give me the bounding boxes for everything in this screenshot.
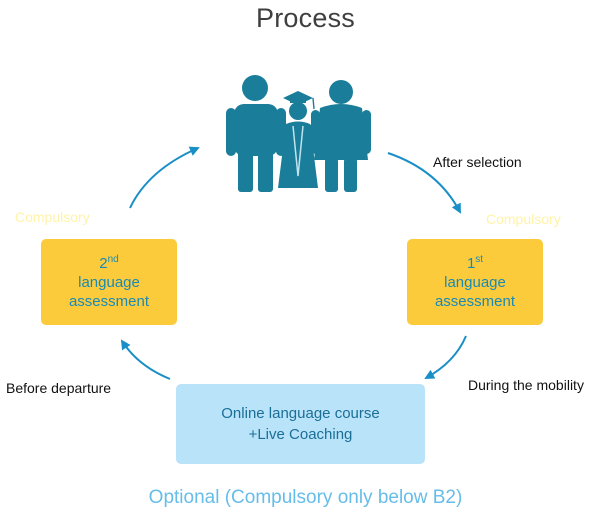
after-selection-label: After selection [433,154,522,170]
arrow-bottom-left [120,339,171,380]
first-assessment-line1: language [444,273,506,291]
online-course-line1: Online language course [221,405,380,422]
first-language-assessment-box: 1st language assessment [407,239,543,325]
second-assessment-line1: language [78,273,140,291]
compulsory-right-label: Compulsory [486,211,561,227]
optional-footer-note: Optional (Compulsory only below B2) [148,487,463,508]
online-course-line2: +Live Coaching [248,426,353,443]
arrow-left-top [129,146,200,209]
online-language-course-box: Online language course +Live Coaching [176,384,425,464]
before-departure-label: Before departure [6,380,112,396]
arrow-top-right [387,152,461,214]
arrow-right-bottom [424,335,467,379]
during-mobility-label: During the mobility [468,377,584,393]
first-assessment-line2: assessment [434,292,516,310]
compulsory-left-label: Compulsory [15,209,90,225]
second-assessment-ordinal: 2nd [99,253,119,272]
first-assessment-ordinal: 1st [466,253,484,272]
second-language-assessment-box: 2nd language assessment [41,239,177,325]
second-assessment-line2: assessment [68,292,150,310]
page-title: Process [256,3,355,33]
